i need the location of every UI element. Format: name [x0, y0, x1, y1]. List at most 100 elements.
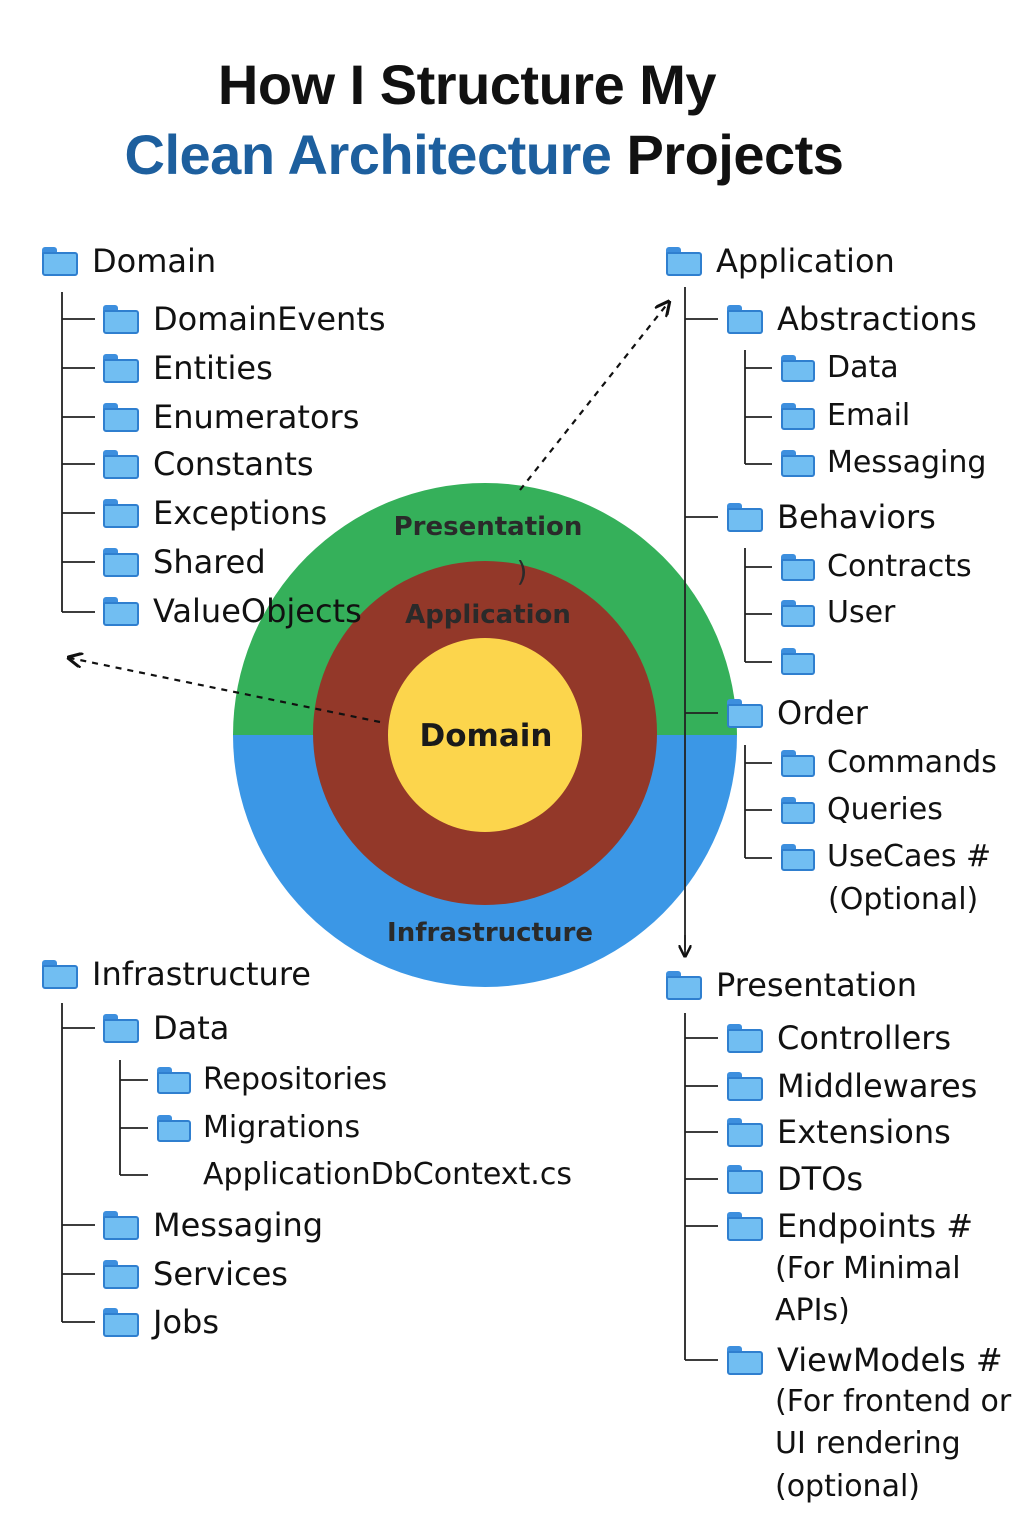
folder-label: Domain — [92, 242, 217, 280]
folder-infra-data[interactable]: Data — [103, 1012, 229, 1044]
folder-abstractions-email[interactable]: Email — [781, 401, 910, 431]
ring-label-application: Application — [405, 600, 571, 630]
title-line-1: How I Structure My — [217, 53, 717, 116]
folder-label: Contracts — [827, 549, 972, 584]
folder-icon — [666, 970, 702, 1000]
folder-icon — [103, 1013, 139, 1043]
folder-infrastructure[interactable]: Infrastructure — [42, 958, 311, 990]
folder-exceptions[interactable]: Exceptions — [103, 497, 327, 529]
folder-valueobjects[interactable]: ValueObjects — [103, 595, 362, 627]
folder-abstractions-data[interactable]: Data — [781, 353, 899, 383]
folder-middlewares[interactable]: Middlewares — [727, 1070, 977, 1102]
folder-icon — [103, 1210, 139, 1240]
folder-icon — [781, 648, 815, 675]
folder-endpoints[interactable]: Endpoints # — [727, 1210, 973, 1242]
folder-icon — [781, 354, 815, 382]
folder-icon — [781, 402, 815, 430]
folder-label: DTOs — [777, 1160, 864, 1198]
folder-constants[interactable]: Constants — [103, 448, 314, 480]
folder-icon — [103, 596, 139, 626]
folder-icon — [727, 1117, 763, 1147]
infrastructure-tree-lines — [61, 1003, 148, 1323]
folder-order-usecaes[interactable]: UseCaes # — [781, 842, 991, 872]
folder-icon — [666, 246, 702, 276]
folder-label: ViewModels # — [777, 1341, 1003, 1379]
folder-icon — [727, 502, 763, 532]
folder-repositories[interactable]: Repositories — [157, 1065, 387, 1095]
folder-order-commands[interactable]: Commands — [781, 748, 997, 778]
folder-abstractions-messaging[interactable]: Messaging — [781, 448, 986, 478]
application-tree-lines — [684, 287, 772, 950]
title-line-2: Clean Architecture Projects — [0, 122, 996, 187]
folder-label: Constants — [153, 445, 314, 483]
folder-application[interactable]: Application — [666, 245, 895, 277]
folder-label: Repositories — [203, 1062, 388, 1097]
folder-icon — [103, 1307, 139, 1337]
folder-services[interactable]: Services — [103, 1258, 288, 1290]
folder-label: Controllers — [777, 1019, 952, 1057]
folder-infra-messaging[interactable]: Messaging — [103, 1209, 323, 1241]
folder-label: Queries — [827, 792, 943, 827]
folder-icon — [781, 749, 815, 777]
folder-behaviors-contracts[interactable]: Contracts — [781, 552, 972, 582]
folder-order[interactable]: Order — [727, 697, 868, 729]
folder-abstractions[interactable]: Abstractions — [727, 303, 977, 335]
folder-label: Middlewares — [777, 1067, 978, 1105]
folder-domain[interactable]: Domain — [42, 245, 216, 277]
arrow-to-domain — [70, 658, 381, 724]
folder-behaviors-unnamed[interactable] — [781, 648, 827, 675]
ring-label-presentation: Presentation — [393, 512, 583, 542]
folder-label: Messaging — [153, 1206, 324, 1244]
arrow-to-application — [519, 303, 668, 491]
folder-icon — [103, 498, 139, 528]
folder-label: Data — [153, 1009, 230, 1047]
endpoints-note-1: (For Minimal — [775, 1251, 961, 1286]
usecaes-note: (Optional) — [828, 882, 979, 917]
folder-enumerators[interactable]: Enumerators — [103, 401, 359, 433]
folder-icon — [103, 304, 139, 334]
folder-label: Data — [827, 350, 899, 385]
folder-label: User — [827, 595, 896, 630]
folder-icon — [727, 698, 763, 728]
folder-dtos[interactable]: DTOs — [727, 1163, 863, 1195]
folder-shared[interactable]: Shared — [103, 546, 266, 578]
folder-behaviors[interactable]: Behaviors — [727, 501, 936, 533]
folder-label: Services — [153, 1255, 288, 1293]
folder-icon — [103, 402, 139, 432]
folder-icon — [727, 1023, 763, 1053]
folder-controllers[interactable]: Controllers — [727, 1022, 951, 1054]
folder-order-queries[interactable]: Queries — [781, 795, 943, 825]
folder-behaviors-user[interactable]: User — [781, 598, 895, 628]
folder-icon — [727, 1211, 763, 1241]
folder-icon — [781, 843, 815, 871]
folder-domainevents[interactable]: DomainEvents — [103, 303, 386, 335]
stray-mark: ) — [516, 555, 528, 588]
folder-entities[interactable]: Entities — [103, 352, 273, 384]
file-applicationdbcontext[interactable]: ApplicationDbContext.cs — [203, 1160, 572, 1190]
folder-icon — [727, 1071, 763, 1101]
folder-migrations[interactable]: Migrations — [157, 1113, 360, 1143]
ring-label-domain: Domain — [419, 718, 553, 754]
folder-icon — [727, 1164, 763, 1194]
folder-extensions[interactable]: Extensions — [727, 1116, 951, 1148]
folder-label: UseCaes # — [827, 839, 992, 874]
folder-label: Migrations — [203, 1110, 361, 1145]
viewmodels-note-2: UI rendering — [775, 1426, 961, 1461]
folder-viewmodels[interactable]: ViewModels # — [727, 1344, 1003, 1376]
folder-label: Order — [777, 694, 868, 732]
folder-presentation[interactable]: Presentation — [666, 969, 917, 1001]
folder-icon — [781, 449, 815, 477]
folder-icon — [781, 796, 815, 824]
folder-icon — [103, 1259, 139, 1289]
title-rest: Projects — [626, 123, 844, 186]
folder-label: Behaviors — [777, 498, 936, 536]
folder-label: Abstractions — [777, 300, 977, 338]
folder-icon — [781, 553, 815, 581]
folder-label: Endpoints # — [777, 1207, 974, 1245]
domain-tree-lines — [61, 292, 95, 613]
folder-jobs[interactable]: Jobs — [103, 1306, 219, 1338]
presentation-tree-lines — [684, 1013, 718, 1361]
title-accent: Clean Architecture — [124, 123, 612, 186]
folder-icon — [781, 599, 815, 627]
